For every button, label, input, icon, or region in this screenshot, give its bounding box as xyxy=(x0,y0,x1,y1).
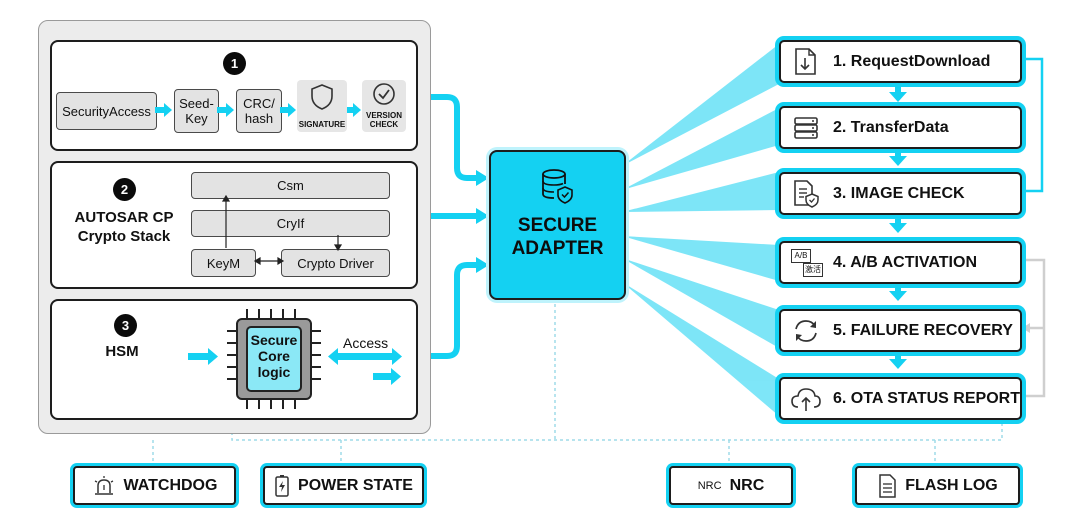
step-down-arrows xyxy=(889,84,907,369)
ab-switch-icon: A/B 激活 xyxy=(789,248,823,278)
csm-label: Csm xyxy=(277,178,304,193)
signature-box: SIGNATURE xyxy=(297,80,347,132)
step-failure-recovery: 5. FAILURE RECOVERY xyxy=(779,309,1022,352)
crc-hash-box: CRC/ hash xyxy=(236,89,282,133)
access-label: Access xyxy=(343,335,389,351)
cryif-box: CryIf xyxy=(191,210,390,237)
step-ota-status-report: 6. OTA STATUS REPORT xyxy=(779,377,1022,420)
step-1-label: 1. RequestDownload xyxy=(833,52,991,70)
power-state-label: POWER STATE xyxy=(298,476,413,494)
seed-key-label: Seed- Key xyxy=(179,96,214,126)
step-5-label: 5. FAILURE RECOVERY xyxy=(833,321,1013,339)
panel-1-arrows xyxy=(155,103,361,117)
document-icon xyxy=(879,473,897,498)
signature-label: SIGNATURE xyxy=(298,120,346,129)
step-image-check: 3. IMAGE CHECK xyxy=(779,172,1022,215)
database-shield-icon xyxy=(542,169,573,204)
nrc-label: NRC xyxy=(729,476,765,494)
cloud-upload-icon xyxy=(791,387,821,411)
power-state-box: POWER STATE xyxy=(263,466,424,505)
crc-hash-label: CRC/ hash xyxy=(243,96,275,126)
panel-3-badge: 3 xyxy=(114,314,137,337)
seed-key-box: Seed- Key xyxy=(174,89,219,133)
ab-icon-bottom: 激活 xyxy=(803,262,823,277)
secure-core-label: Secure Core logic xyxy=(250,332,298,380)
crypto-driver-label: Crypto Driver xyxy=(297,255,374,271)
step-4-label: 4. A/B ACTIVATION xyxy=(833,253,977,271)
refresh-icon xyxy=(795,319,817,342)
step-3-label: 3. IMAGE CHECK xyxy=(833,184,965,202)
step-6-label: 6. OTA STATUS REPORT xyxy=(833,389,1020,407)
ab-icon-top: A/B xyxy=(791,248,811,263)
step-request-download: 1. RequestDownload xyxy=(779,40,1022,83)
check-circle-icon xyxy=(373,83,395,105)
version-check-box: VERSION CHECK xyxy=(362,80,406,132)
keym-label: KeyM xyxy=(206,255,241,271)
crypto-driver-box: Crypto Driver xyxy=(281,249,390,277)
cryif-label: CryIf xyxy=(276,216,305,231)
hsm-io-arrows xyxy=(188,348,402,385)
step-transfer-data: 2. TransferData xyxy=(779,106,1022,149)
watchdog-box: WATCHDOG xyxy=(73,466,236,505)
autosar-stack-title: AUTOSAR CP Crypto Stack xyxy=(74,209,174,245)
secure-adapter-box: SECURE ADAPTER xyxy=(489,150,626,300)
flash-log-box: FLASH LOG xyxy=(855,466,1020,505)
stack-internal-arrows xyxy=(221,195,343,266)
panel-2-badge: 2 xyxy=(113,178,136,201)
secure-adapter-title: SECURE ADAPTER xyxy=(511,215,604,259)
hsm-title: HSM xyxy=(105,343,139,360)
nrc-box: NRC NRC xyxy=(669,466,793,505)
flash-log-label: FLASH LOG xyxy=(905,476,998,494)
step-ab-activation: A/B 激活 4. A/B ACTIVATION xyxy=(779,241,1022,284)
step-2-label: 2. TransferData xyxy=(833,118,949,136)
shield-icon xyxy=(311,84,333,110)
version-check-label: VERSION CHECK xyxy=(365,111,402,129)
panel-1-badge: 1 xyxy=(223,52,246,75)
watchdog-label: WATCHDOG xyxy=(123,476,218,494)
csm-box: Csm xyxy=(191,172,390,199)
fan-rays xyxy=(622,44,779,416)
download-document-icon xyxy=(795,47,816,75)
server-stack-icon xyxy=(794,116,818,139)
security-access-box: SecurityAccess xyxy=(56,92,157,130)
hsm-chip-icon xyxy=(227,309,321,409)
battery-icon xyxy=(275,474,289,497)
security-access-label: SecurityAccess xyxy=(62,103,151,119)
siren-icon xyxy=(94,475,113,495)
keym-box: KeyM xyxy=(191,249,256,277)
nrc-prefix: NRC xyxy=(697,479,722,492)
document-shield-icon xyxy=(794,179,819,208)
